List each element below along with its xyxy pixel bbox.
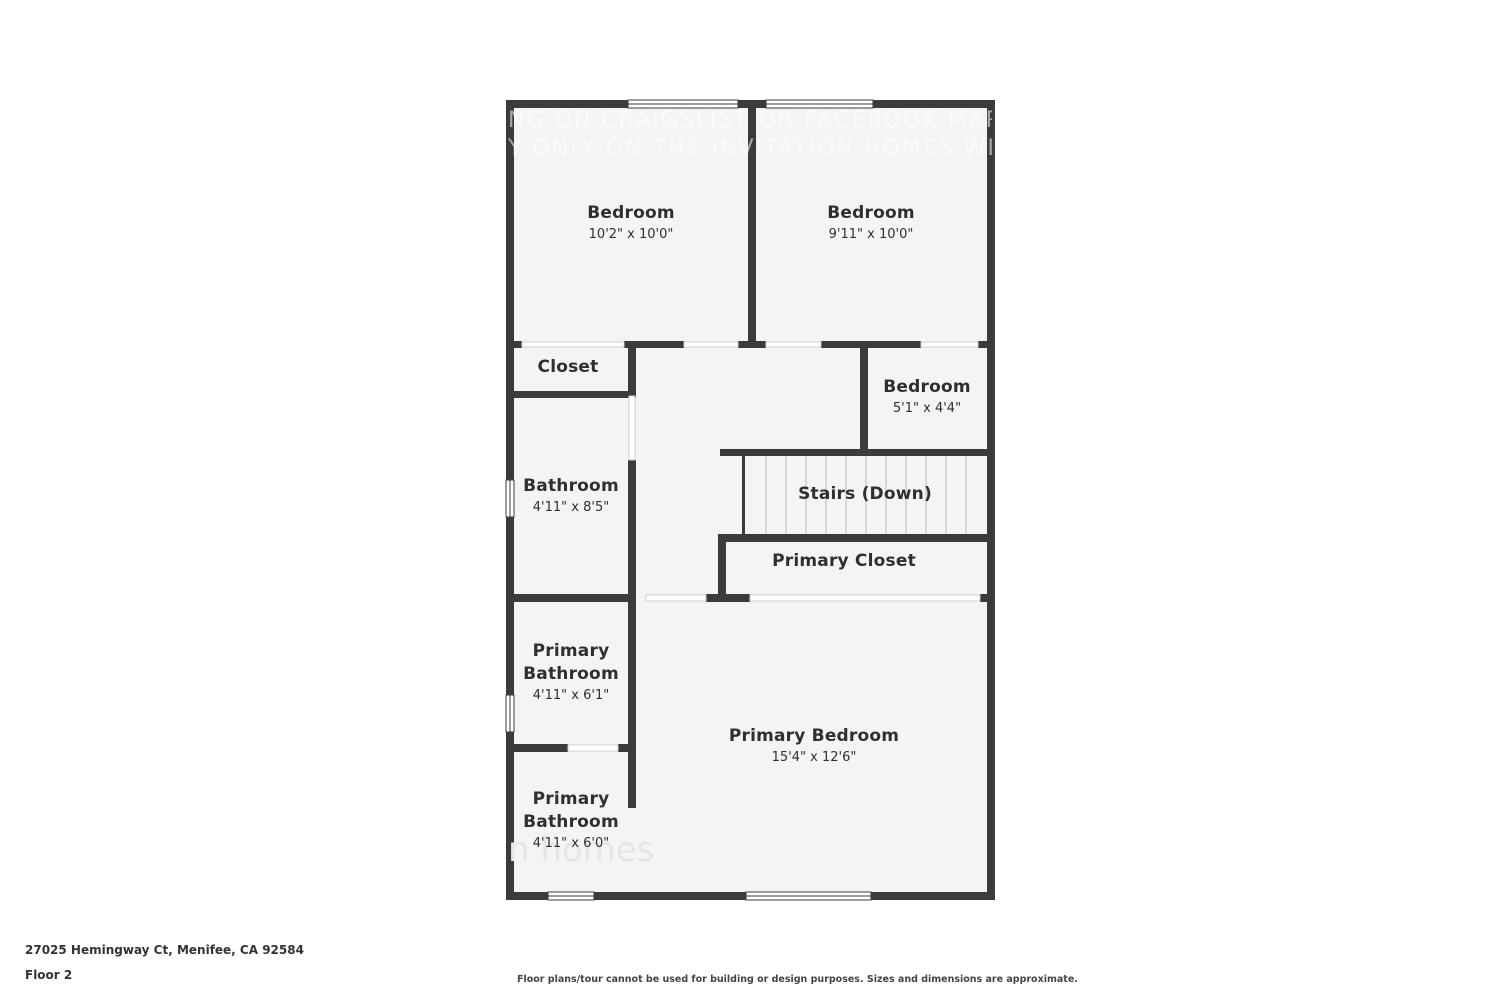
room-name: Bedroom	[883, 377, 971, 397]
watermark-line-2: Y ONLY ON THE INVITATION HOMES WEB	[508, 136, 992, 161]
watermark-logo-text: n homes	[508, 830, 655, 870]
room-name-line-2: Bathroom	[523, 812, 619, 832]
room-dimensions: 9'11" x 10'0"	[828, 227, 914, 242]
floor-label: Floor 2	[25, 968, 73, 982]
watermark-line-1: NG ON CRAIGSLIST OR FACEBOOK MARK	[508, 108, 992, 133]
room-name: Primary Bedroom	[728, 726, 900, 746]
room-primary-bedroom: Primary Bedroom 15'4" x 12'6"	[729, 725, 899, 767]
room-dimensions: 4'11" x 6'0"	[532, 836, 610, 851]
walls	[506, 100, 995, 900]
room-bedroom-ne: Bedroom 9'11" x 10'0"	[827, 202, 915, 244]
property-address: 27025 Hemingway Ct, Menifee, CA 92584	[25, 943, 304, 957]
room-name: Stairs (Down)	[798, 484, 932, 504]
room-dimensions: 15'4" x 12'6"	[771, 750, 857, 765]
room-name: Closet	[537, 357, 599, 377]
room-name: Bathroom	[523, 476, 619, 496]
room-name: Bedroom	[827, 203, 915, 223]
disclaimer-text: Floor plans/tour cannot be used for buil…	[517, 974, 1078, 985]
room-name-line-2: Bathroom	[523, 664, 619, 684]
door-openings	[521, 341, 981, 752]
room-bedroom-small: Bedroom 5'1" x 4'4"	[883, 376, 971, 418]
room-primary-bathroom-2: Primary Bathroom 4'11" x 6'0"	[523, 788, 619, 853]
room-name: Bedroom	[587, 203, 675, 223]
room-dimensions: 4'11" x 8'5"	[532, 500, 610, 515]
room-primary-closet: Primary Closet	[772, 550, 916, 573]
room-bedroom-nw: Bedroom 10'2" x 10'0"	[587, 202, 675, 244]
room-closet: Closet	[538, 356, 599, 379]
stair-treads	[765, 456, 967, 535]
room-dimensions: 10'2" x 10'0"	[588, 227, 674, 242]
room-name-line-1: Primary	[532, 641, 610, 661]
room-dimensions: 5'1" x 4'4"	[892, 401, 962, 416]
room-stairs: Stairs (Down)	[798, 483, 932, 506]
room-bathroom: Bathroom 4'11" x 8'5"	[523, 475, 619, 517]
room-dimensions: 4'11" x 6'1"	[532, 688, 610, 703]
room-primary-bathroom-1: Primary Bathroom 4'11" x 6'1"	[523, 640, 619, 705]
room-name-line-1: Primary	[532, 789, 610, 809]
window-sashes	[509, 103, 873, 897]
room-name: Primary Closet	[772, 551, 916, 571]
